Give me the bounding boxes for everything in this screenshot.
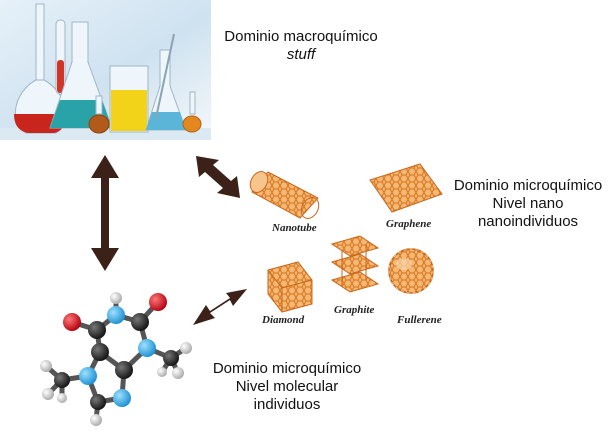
graphite-structure <box>330 235 380 293</box>
test-tube-red <box>55 19 66 95</box>
nano-domain-line3: nanoindividuos <box>477 213 579 230</box>
fullerene-structure <box>388 248 434 294</box>
graphene-caption: Graphene <box>386 218 432 230</box>
nano-domain-label: Dominio microquímico Nivel nano nanoindi… <box>449 177 607 231</box>
nano-domain-line2: Nivel nano <box>492 195 564 212</box>
nanotube-caption: Nanotube <box>272 222 317 234</box>
small-flask-orange <box>182 91 202 133</box>
diamond-structure <box>267 261 313 313</box>
macro-domain-title: Dominio macroquímico <box>224 28 378 45</box>
nano-domain-line1: Dominio microquímico <box>453 177 603 194</box>
macro-domain-label: Dominio macroquímico stuff <box>216 28 386 64</box>
molecular-domain-line3: individuos <box>253 396 321 413</box>
arrow-macro-to-nano <box>196 156 240 198</box>
graphite-caption: Graphite <box>334 304 375 316</box>
fullerene-caption: Fullerene <box>397 314 442 326</box>
molecular-domain-label: Dominio microquímico Nivel molecular ind… <box>202 360 372 414</box>
arrow-molecular-to-nano <box>193 289 247 325</box>
beaker-yellow <box>109 65 149 133</box>
diamond-caption: Diamond <box>262 314 305 326</box>
macro-domain-subtitle: stuff <box>286 46 316 63</box>
graphene-structure <box>369 163 443 213</box>
molecular-domain-line2: Nivel molecular <box>235 378 339 395</box>
nanotube-structure <box>249 171 320 219</box>
round-flask-brown <box>88 95 110 134</box>
molecule-model <box>40 292 192 426</box>
molecular-domain-line1: Dominio microquímico <box>212 360 362 377</box>
lab-glassware-image <box>0 0 211 140</box>
arrow-macro-to-molecular <box>91 155 119 271</box>
